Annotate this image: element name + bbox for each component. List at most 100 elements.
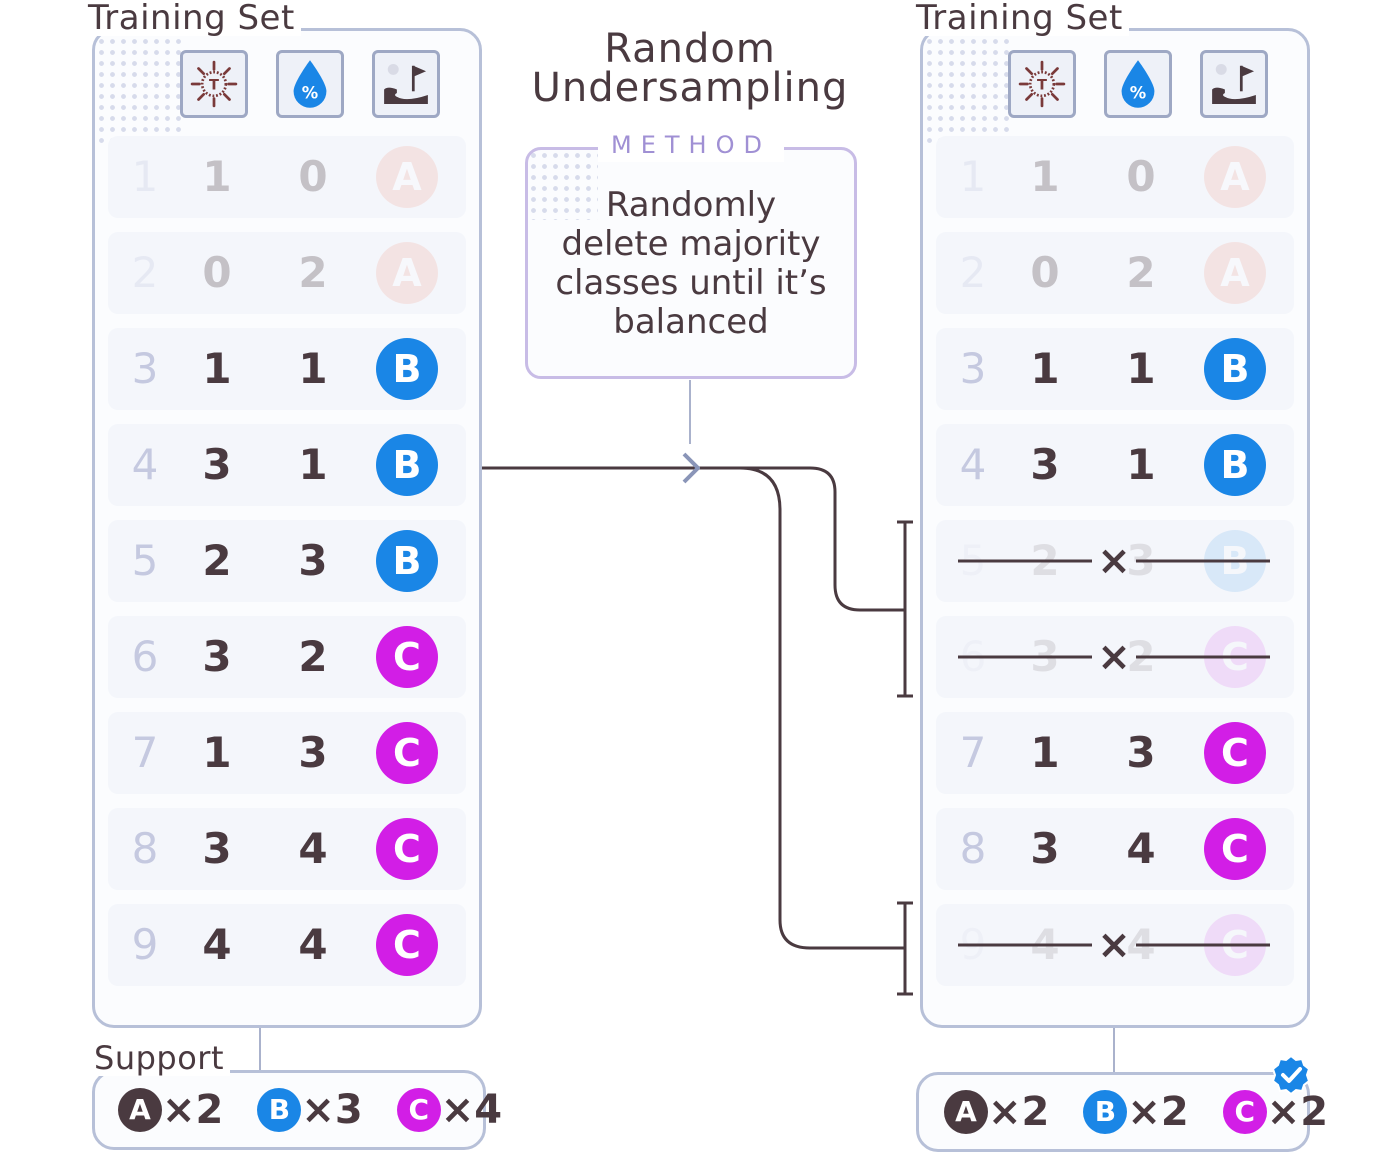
method-title-line2: Undersampling: [531, 65, 849, 111]
svg-text:%: %: [302, 84, 318, 103]
branch-upper: [700, 466, 905, 612]
humidity-value: 0: [298, 152, 328, 201]
row-index: 7: [131, 728, 159, 777]
temperature-value: 3: [1030, 824, 1060, 873]
class-label-badge: B: [1204, 434, 1266, 496]
humidity-value: 3: [1126, 728, 1156, 777]
class-label-badge: C: [376, 818, 438, 880]
row-index: 3: [959, 344, 987, 393]
support-item: C×4: [396, 1085, 503, 1135]
temperature-value: 1: [1030, 152, 1060, 201]
row-index: 1: [959, 152, 987, 201]
temperature-value: 1: [1030, 728, 1060, 777]
class-label-badge: A: [376, 146, 438, 208]
support-item: B×2: [1083, 1087, 1189, 1137]
support-item: A×2: [118, 1085, 223, 1135]
temperature-value: 2: [202, 536, 232, 585]
method-description: Randomly delete majority classes until i…: [528, 186, 854, 342]
decorative-dots: [924, 36, 1014, 146]
row-background: [108, 136, 466, 218]
temperature-value: 1: [1030, 344, 1060, 393]
support-count: ×2: [988, 1089, 1050, 1135]
class-label-badge: A: [118, 1088, 162, 1132]
row-background: [936, 232, 1294, 314]
support-count: ×2: [1127, 1089, 1189, 1135]
decorative-dots: [528, 150, 598, 220]
row-index: 2: [959, 248, 987, 297]
temperature-value: 3: [202, 824, 232, 873]
temperature-value: 1: [202, 728, 232, 777]
humidity-value: 2: [298, 632, 328, 681]
golf-icon: [372, 50, 440, 118]
class-label-badge: C: [396, 1088, 441, 1132]
class-label-badge: A: [1204, 146, 1266, 208]
delete-mark-icon: ×: [1097, 538, 1131, 584]
sun-icon: T: [1008, 50, 1076, 118]
humidity-value: 1: [298, 344, 328, 393]
method-desc-line3: classes until it’s: [555, 263, 827, 303]
strikethrough-line: [958, 655, 1270, 659]
humidity-value: 4: [1126, 824, 1156, 873]
class-label-badge: B: [376, 434, 438, 496]
class-label-badge: C: [376, 626, 438, 688]
row-index: 2: [131, 248, 159, 297]
delete-mark-icon: ×: [1097, 634, 1131, 680]
class-label-badge: A: [1204, 242, 1266, 304]
arrow-head-icon: [682, 452, 701, 484]
humidity-icon: %: [276, 50, 344, 118]
class-label-badge: A: [944, 1090, 988, 1134]
row-index: 1: [131, 152, 159, 201]
humidity-value: 3: [298, 536, 328, 585]
left-panel-title: Training Set: [82, 0, 301, 36]
strikethrough-line: [958, 559, 1270, 563]
row-index: 4: [959, 440, 987, 489]
decorative-dots: [96, 36, 186, 146]
support-count: ×2: [1266, 1089, 1329, 1135]
row-index: 8: [131, 824, 159, 873]
branch-lower: [739, 466, 905, 950]
class-label-badge: C: [1204, 722, 1266, 784]
humidity-value: 4: [298, 824, 328, 873]
class-label-badge: C: [376, 914, 438, 976]
humidity-value: 2: [298, 248, 328, 297]
delete-mark-icon: ×: [1097, 922, 1131, 968]
humidity-icon: %: [1104, 50, 1172, 118]
right-panel-title: Training Set: [910, 0, 1129, 36]
row-index: 3: [131, 344, 159, 393]
row-index: 4: [131, 440, 159, 489]
class-label-badge: B: [376, 338, 438, 400]
temperature-value: 1: [202, 152, 232, 201]
row-index: 5: [131, 536, 159, 585]
temperature-value: 4: [202, 920, 232, 969]
temperature-value: 3: [1030, 440, 1060, 489]
support-count: ×4: [440, 1087, 503, 1133]
method-desc-line1: Randomly: [605, 185, 777, 225]
class-label-badge: C: [1222, 1090, 1267, 1134]
class-label-badge: C: [376, 722, 438, 784]
svg-text:T: T: [1037, 76, 1047, 93]
class-label-badge: C: [1204, 818, 1266, 880]
class-label-badge: B: [1083, 1090, 1128, 1134]
humidity-value: 0: [1126, 152, 1156, 201]
support-item: B×3: [257, 1085, 363, 1135]
temperature-value: 1: [202, 344, 232, 393]
strikethrough-line: [958, 943, 1270, 947]
svg-text:T: T: [209, 76, 219, 93]
class-label-badge: A: [376, 242, 438, 304]
